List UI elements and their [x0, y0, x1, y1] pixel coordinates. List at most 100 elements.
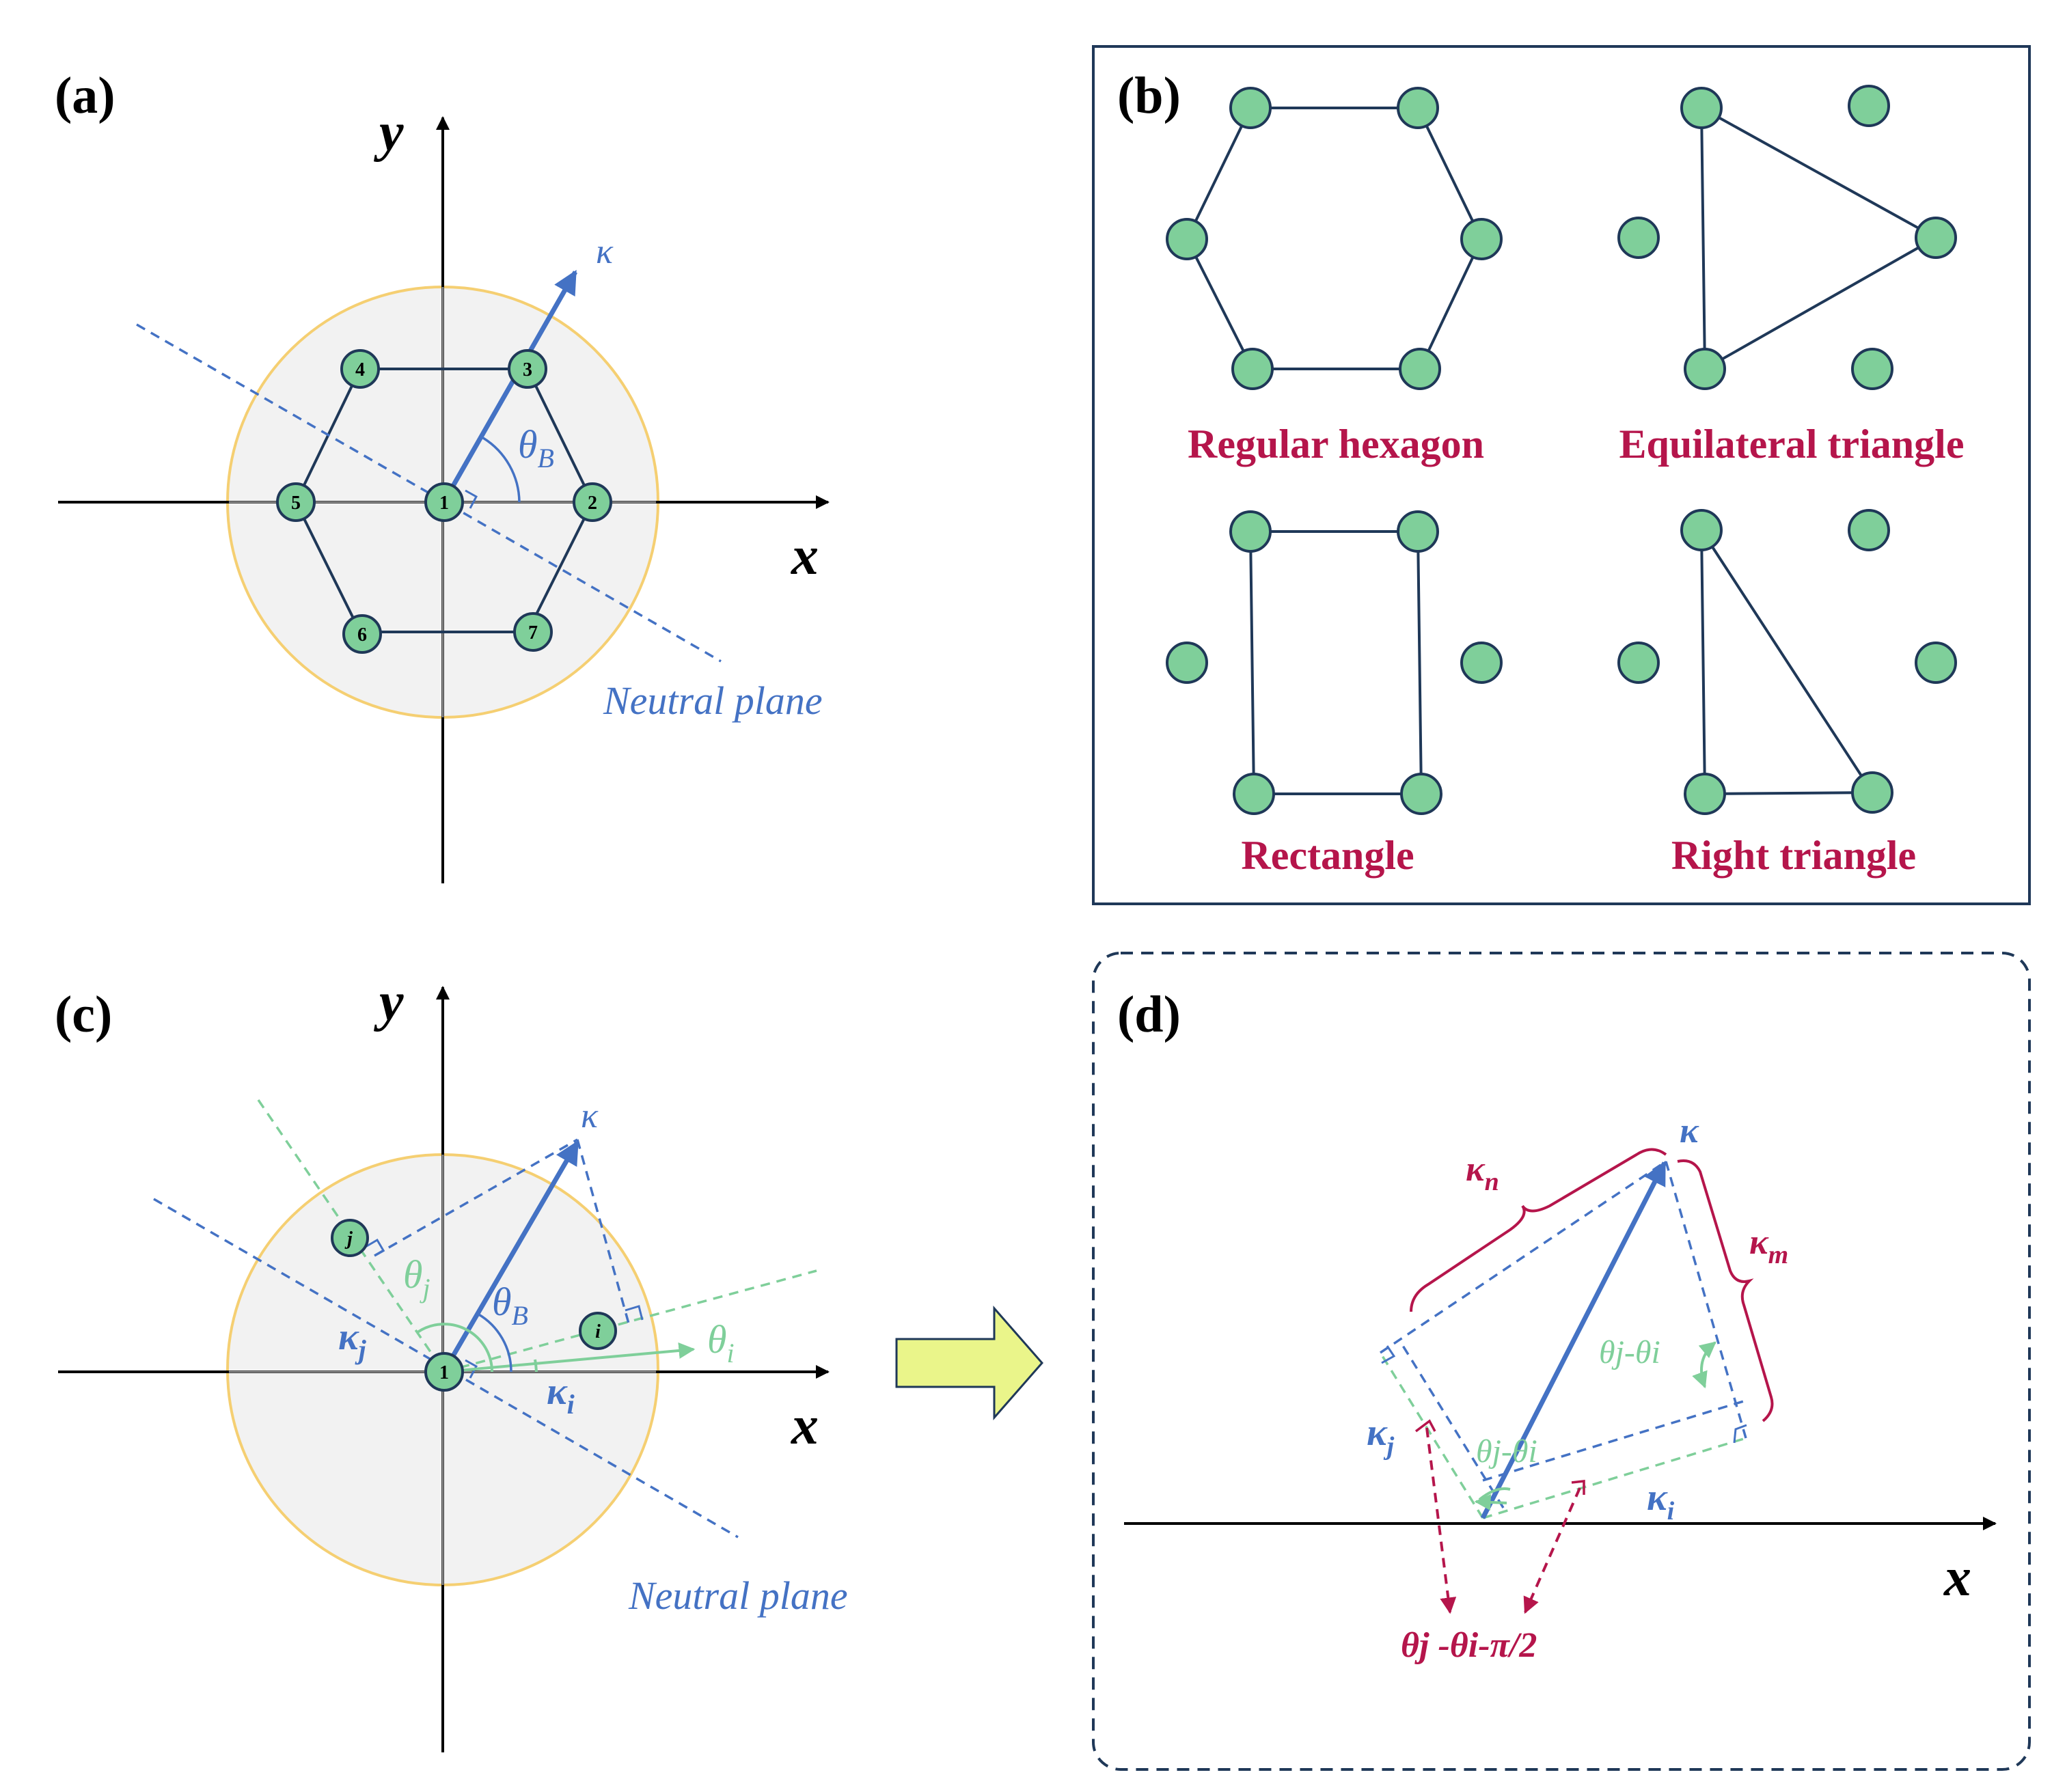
svg-text:6: 6 [357, 624, 367, 646]
x-axis-label-c: x [791, 1396, 819, 1456]
theta-i-label: θi [707, 1317, 735, 1368]
x-axis-label-d: x [1943, 1547, 1971, 1608]
equilateral-triangle-shape [1617, 85, 1957, 390]
kappa-label: κ [596, 232, 614, 271]
svg-text:κi: κi [1647, 1476, 1675, 1526]
svg-text:κ: κ [1680, 1112, 1699, 1150]
equilateral-triangle-label: Equilateral triangle [1619, 422, 1965, 467]
kappa-j-arrow [1474, 1493, 1507, 1511]
svg-text:2: 2 [588, 493, 597, 514]
kappa-vector-c [441, 1140, 580, 1373]
red-tick-right [1571, 1480, 1585, 1495]
proj-ki-line [1482, 1437, 1747, 1519]
kappa-i-label: κi [547, 1370, 575, 1420]
node-7: 7 [513, 612, 553, 652]
right-angle-c [465, 1359, 478, 1379]
red-dashed-arrow-right [1523, 1487, 1581, 1614]
red-dashed-arrow-left [1425, 1427, 1457, 1614]
regular-hexagon-label: Regular hexagon [1188, 422, 1484, 467]
panel-b-frame [1092, 45, 2031, 905]
svg-text:θi: θi [707, 1317, 735, 1368]
brace-km [1677, 1159, 1774, 1422]
theta-i-arc [534, 1359, 538, 1373]
theta-j-label: θj [403, 1252, 430, 1304]
rectangle-label: Rectangle [1241, 833, 1414, 878]
svg-text:θB: θB [518, 422, 554, 473]
kappa-label-d: κ [1680, 1112, 1699, 1150]
svg-text:κ: κ [596, 232, 614, 271]
svg-text:4: 4 [355, 359, 365, 381]
proj-kj-line [1379, 1352, 1484, 1519]
kappa-i-vector [443, 1342, 696, 1373]
regular-hexagon-shape [1166, 87, 1503, 390]
right-angle-mark [465, 489, 478, 509]
rectangle-shape [1166, 510, 1503, 815]
right-triangle-shape [1617, 509, 1957, 815]
neutral-plane-label-c: Neutral plane [628, 1573, 848, 1618]
svg-text:κ: κ [581, 1097, 599, 1135]
red-tick-left [1414, 1419, 1436, 1433]
kappa-j-label-d: κj [1367, 1411, 1395, 1461]
panel-b: (b) Regular hexagon Equilateral triangle [1092, 45, 2031, 905]
panel-b-label: (b) [1117, 67, 1181, 124]
node-i: i [579, 1312, 617, 1350]
theta-b-arc [482, 437, 521, 503]
panel-d-label: (d) [1117, 986, 1181, 1043]
kappa-vector [441, 269, 578, 503]
right-angle-j [365, 1238, 385, 1252]
svg-text:1: 1 [439, 1362, 449, 1383]
transition-arrow [895, 1306, 1043, 1420]
svg-text:κi: κi [547, 1370, 575, 1420]
panel-d-frame [1092, 952, 2031, 1771]
kappa-vector-d [1480, 1160, 1667, 1519]
node-6: 6 [342, 614, 382, 654]
right-angle-d1 [1381, 1345, 1396, 1364]
angle-diff-bottom-label: θj-θi [1476, 1433, 1537, 1470]
svg-text:κm: κm [1749, 1223, 1788, 1269]
node-2: 2 [573, 482, 612, 522]
inner-dash-2 [1399, 1342, 1505, 1508]
panel-a: (a) κ θB Neutral plane x y 1 2 3 4 5 6 7 [55, 67, 830, 883]
kappa-label-c: κ [581, 1097, 599, 1135]
theta-b-arc-c [477, 1312, 512, 1373]
proj-km-line [1665, 1161, 1747, 1439]
svg-text:κj: κj [338, 1316, 367, 1365]
node-5: 5 [276, 482, 316, 522]
x-axis-label: x [791, 526, 819, 586]
right-triangle-label: Right triangle [1671, 833, 1916, 878]
kappa-n-label: κn [1466, 1150, 1499, 1196]
angle-bottom-label: θj -θi-π/2 [1401, 1626, 1537, 1665]
theta-j-arc [416, 1323, 493, 1373]
right-angle-d2 [1733, 1424, 1747, 1444]
y-axis-label-c: y [373, 972, 404, 1032]
y-axis-label: y [373, 102, 404, 163]
svg-text:i: i [595, 1321, 601, 1342]
theta-b-label: θB [518, 422, 554, 473]
svg-text:κj: κj [1367, 1411, 1395, 1461]
brace-kn [1410, 1148, 1667, 1312]
angle-arc-top [1692, 1341, 1716, 1389]
svg-text:θB: θB [492, 1280, 528, 1331]
panel-d: (d) x κ κn κm κj κi θj-θi θj-θi θj -θi-π… [1092, 952, 2031, 1771]
proj-kn-line [1380, 1160, 1667, 1354]
neutral-plane-label: Neutral plane [603, 678, 823, 723]
kappa-m-label: κm [1749, 1223, 1788, 1269]
theta-b-label-c: θB [492, 1280, 528, 1331]
node-3: 3 [508, 349, 547, 389]
svg-text:κn: κn [1466, 1150, 1499, 1196]
node-1-c: 1 [424, 1352, 464, 1392]
angle-diff-top-label: θj-θi [1599, 1334, 1660, 1370]
kappa-i-label-d: κi [1647, 1476, 1675, 1526]
panel-c: (c) j i 1 κ θB θj θi κj κi Neutral plane… [55, 972, 848, 1752]
kappa-j-label: κj [338, 1316, 367, 1365]
panel-a-label: (a) [55, 67, 115, 124]
proj-dashed-j [374, 1138, 578, 1257]
svg-text:θj: θj [403, 1252, 430, 1304]
angle-arc-bottom [1478, 1487, 1511, 1501]
node-4: 4 [340, 349, 380, 389]
svg-text:1: 1 [439, 493, 449, 514]
panel-c-label: (c) [55, 986, 112, 1043]
svg-text:3: 3 [523, 359, 532, 381]
svg-text:5: 5 [291, 493, 301, 514]
